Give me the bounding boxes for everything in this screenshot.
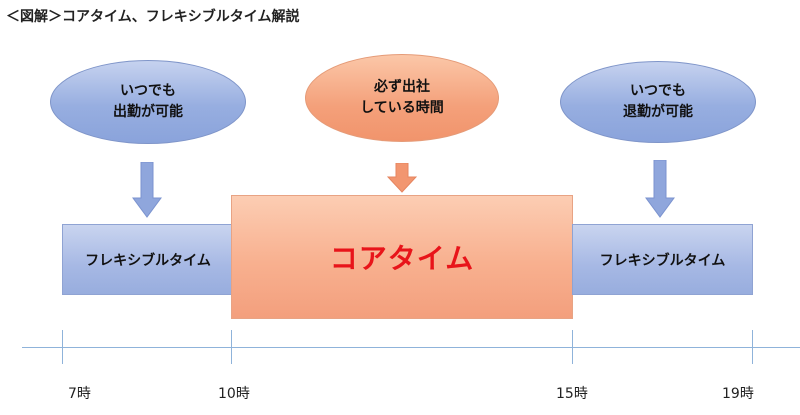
callout-leave-anytime: いつでも 退勤が可能 (560, 61, 756, 143)
core-time-label: コアタイム (329, 242, 475, 275)
flex-time-label: フレキシブルタイム (599, 252, 726, 269)
core-time-bar: コアタイム (231, 195, 573, 319)
down-arrow-icon (645, 160, 675, 218)
callout-start-anytime: いつでも 出勤が可能 (50, 60, 246, 144)
callout-must-attend-line1: 必ず出社 (374, 79, 430, 95)
timeline-label-15: 15時 (556, 386, 588, 402)
flex-time-bar-start: フレキシブルタイム (62, 224, 234, 295)
flex-time-label: フレキシブルタイム (85, 252, 211, 269)
timeline-label-10: 10時 (218, 386, 250, 402)
timeline-axis (22, 347, 800, 348)
timeline-tick (752, 330, 753, 364)
callout-leave-line1: いつでも (630, 83, 686, 99)
down-arrow-icon (132, 162, 162, 218)
callout-must-attend-line2: している時間 (360, 100, 444, 116)
timeline-label-7: 7時 (68, 386, 91, 402)
callout-start-line2: 出勤が可能 (113, 104, 183, 120)
callout-leave-line2: 退勤が可能 (623, 104, 693, 120)
timeline-tick (231, 330, 232, 364)
timeline-tick (62, 330, 63, 364)
flex-time-bar-end: フレキシブルタイム (572, 224, 753, 295)
timeline-tick (572, 330, 573, 364)
callout-start-line1: いつでも (120, 83, 176, 99)
callout-must-attend: 必ず出社 している時間 (305, 54, 499, 142)
down-arrow-icon (387, 163, 417, 193)
timeline-label-19: 19時 (722, 386, 754, 402)
page-title: ＜図解＞コアタイム、フレキシブルタイム解説 (6, 9, 300, 25)
